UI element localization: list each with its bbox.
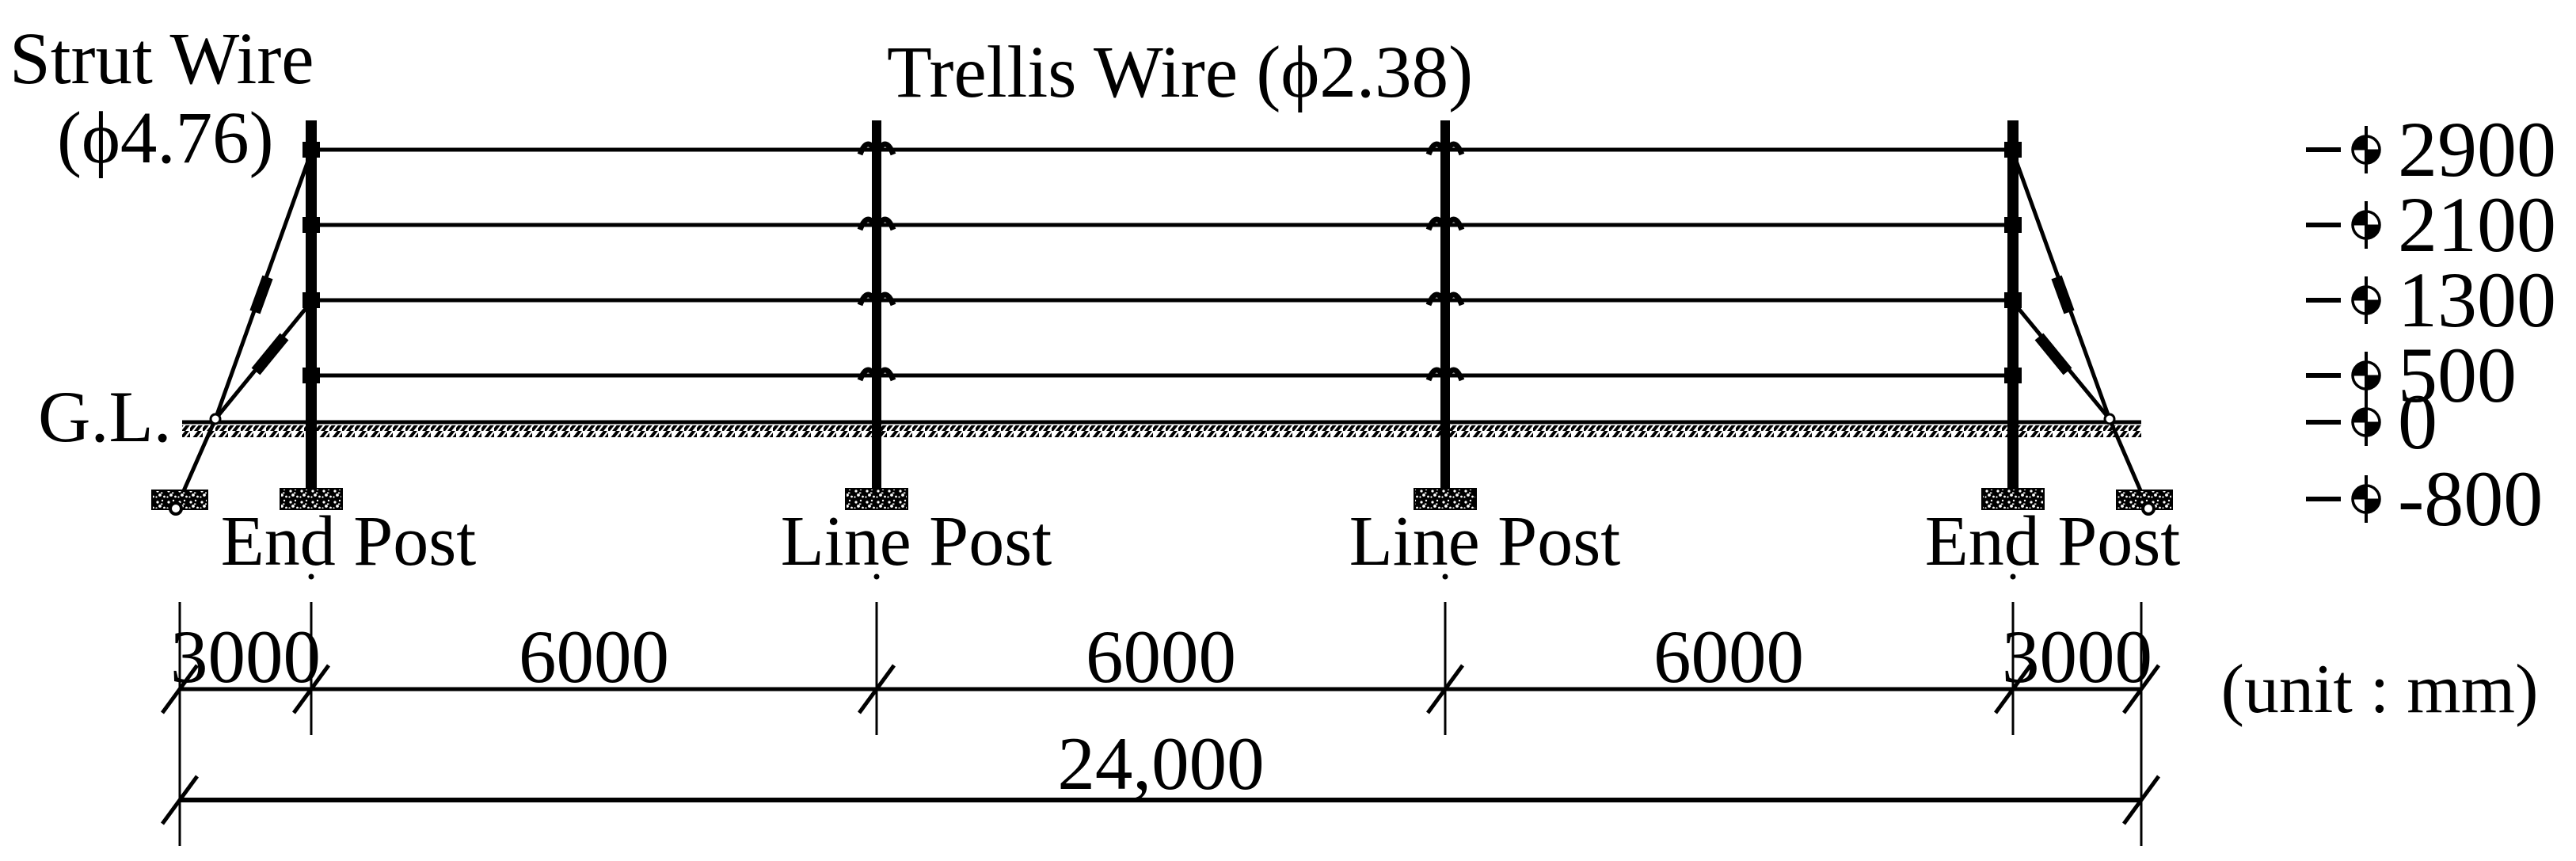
post-label-end-left: End Post — [221, 502, 477, 581]
end-post-left-shaft — [306, 120, 317, 499]
datum-symbol-icon — [2351, 124, 2381, 175]
anchor-eyelet-icon — [169, 501, 183, 516]
elevation-markers: 2900 2100 1300 500 0 -800 — [2306, 105, 2556, 543]
wire-clamp-icon — [2004, 217, 2022, 233]
wire-clamp-icon — [2004, 142, 2022, 158]
extension-dot — [873, 573, 880, 580]
end-post-right — [1981, 120, 2045, 510]
end-post-right-footing — [1981, 488, 2045, 510]
elevation-value: 2900 — [2398, 105, 2556, 193]
turnbuckle-icon — [2051, 275, 2075, 314]
wire-clamp-icon — [302, 292, 320, 308]
end-post-right-shaft — [2007, 120, 2019, 499]
elevation-value: 500 — [2398, 331, 2517, 419]
line-post-2 — [1414, 120, 1477, 510]
line-post-1-footing — [845, 488, 908, 510]
datum-marker-2900: 2900 — [2306, 105, 2556, 193]
elevation-value: -800 — [2398, 455, 2543, 543]
strut-wire-label: Strut Wire — [10, 18, 314, 100]
extension-dot — [2010, 573, 2016, 580]
ground-hatch-band — [182, 425, 2141, 437]
dim-segment-label: 6000 — [1086, 615, 1236, 699]
dim-tick-icon — [160, 664, 200, 714]
dim-segment-label: 3000 — [170, 615, 321, 699]
datum-marker-500: 500 — [2306, 331, 2517, 419]
dim-tick-icon — [1425, 664, 1465, 714]
end-post-left-footing — [280, 488, 343, 510]
extension-dot — [308, 573, 314, 580]
datum-marker-1300: 1300 — [2306, 256, 2556, 344]
post-label-end-right: End Post — [1925, 502, 2181, 581]
datum-marker-0: 0 — [2306, 378, 2437, 466]
ground-line — [182, 420, 2141, 437]
line-post-2-shaft — [1440, 120, 1450, 499]
dim-tick-icon — [857, 664, 896, 714]
end-post-left — [280, 120, 343, 510]
anchor-eyelet-icon — [2141, 501, 2156, 516]
dim-segment-label: 6000 — [519, 615, 669, 699]
wire-clamp-icon — [302, 217, 320, 233]
elevation-value: 0 — [2398, 378, 2437, 466]
turnbuckle-icon — [249, 275, 273, 314]
turnbuckle-icon — [2034, 333, 2072, 375]
text-labels: Strut Wire (ϕ4.76) Trellis Wire (ϕ2.38) … — [10, 18, 2538, 728]
dim-tick-icon — [2121, 664, 2161, 714]
datum-symbol-icon — [2351, 200, 2381, 250]
dim-tick-icon — [1993, 664, 2033, 714]
datum-symbol-icon — [2351, 397, 2381, 448]
extension-dot — [1442, 573, 1448, 580]
dim-tick-icon — [2121, 775, 2161, 825]
dim-segment-label: 6000 — [1653, 615, 1804, 699]
datum-symbol-icon — [2351, 275, 2381, 326]
wire-clamp-icon — [302, 368, 320, 383]
post-label-line-2: Line Post — [1349, 502, 1621, 581]
datum-marker-2100: 2100 — [2306, 181, 2556, 269]
datum-symbol-icon — [2351, 474, 2381, 524]
line-post-1 — [845, 120, 908, 510]
line-post-1-shaft — [872, 120, 881, 499]
trellis-wires — [311, 147, 2013, 378]
wire-clamp-icon — [302, 142, 320, 158]
trellis-wire-label: Trellis Wire (ϕ2.38) — [887, 32, 1473, 113]
dim-total-label: 24,000 — [1057, 722, 1264, 806]
strut-ground-eyelet-icon — [209, 413, 222, 425]
dim-segment-label: 3000 — [2002, 615, 2152, 699]
strut-wire-diameter-label: (ϕ4.76) — [57, 97, 274, 179]
datum-marker-minus800: -800 — [2306, 455, 2543, 543]
strut-wire-left — [151, 151, 314, 516]
unit-note-label: (unit : mm) — [2221, 651, 2539, 728]
datum-symbol-icon — [2351, 350, 2381, 401]
dimension-chain: 3000 6000 6000 6000 3000 24,000 — [160, 573, 2161, 846]
strut-ground-eyelet-icon — [2103, 413, 2116, 425]
post-label-line-1: Line Post — [781, 502, 1052, 581]
wire-clamp-icon — [2004, 292, 2022, 308]
wire-clamp-icon — [2004, 368, 2022, 383]
ground-level-label: G.L. — [38, 376, 172, 457]
line-post-2-footing — [1414, 488, 1477, 510]
turnbuckle-icon — [251, 333, 289, 375]
dim-tick-icon — [160, 775, 200, 825]
elevation-value: 2100 — [2398, 181, 2556, 269]
strut-wire-right — [2011, 151, 2173, 516]
elevation-value: 1300 — [2398, 256, 2556, 344]
dim-tick-icon — [291, 664, 331, 714]
